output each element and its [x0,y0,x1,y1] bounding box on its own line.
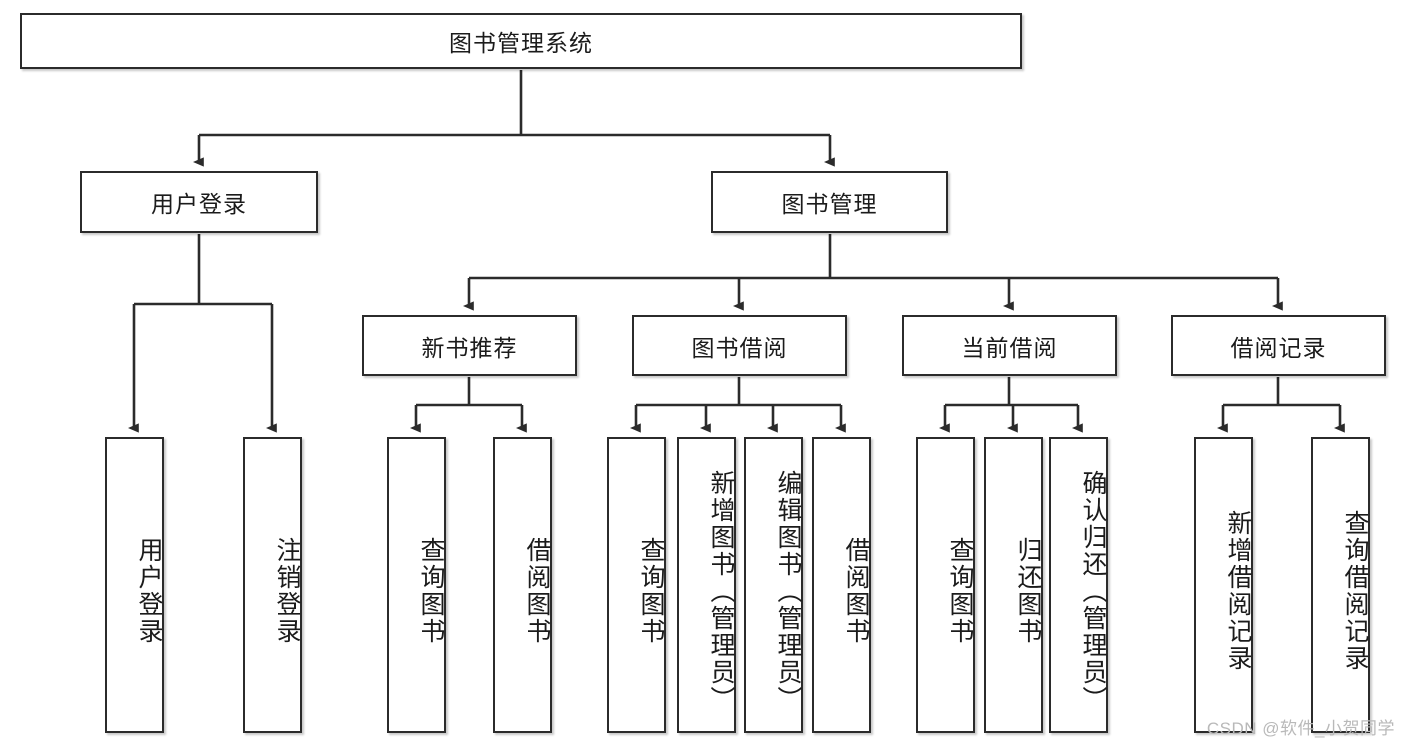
node-leaf-query-book-current[interactable]: 查询图书 [916,437,975,733]
node-leaf-query-book-newbook-label: 查询图书 [417,537,445,645]
node-leaf-confirm-return-admin-label: 确认归还（管理员） [1079,469,1107,713]
node-user-login[interactable]: 用户登录 [80,171,318,233]
node-leaf-add-borrow-record-label: 新增借阅记录 [1224,510,1252,672]
node-leaf-add-book-admin[interactable]: 新增图书（管理员） [677,437,736,733]
node-leaf-add-borrow-record[interactable]: 新增借阅记录 [1194,437,1253,733]
node-leaf-confirm-return-admin[interactable]: 确认归还（管理员） [1049,437,1108,733]
node-leaf-borrow-book-label: 借阅图书 [842,537,870,645]
node-leaf-add-book-admin-label: 新增图书（管理员） [707,469,735,713]
node-leaf-return-book[interactable]: 归还图书 [984,437,1043,733]
node-leaf-borrow-book[interactable]: 借阅图书 [812,437,871,733]
node-leaf-query-book-newbook[interactable]: 查询图书 [387,437,446,733]
node-leaf-user-login[interactable]: 用户登录 [105,437,164,733]
node-leaf-user-login-label: 用户登录 [135,537,163,645]
node-leaf-query-borrow-record-label: 查询借阅记录 [1341,510,1369,672]
watermark-text: CSDN @软件_小贺同学 [1206,719,1395,738]
node-book-borrow[interactable]: 图书借阅 [632,315,847,376]
node-book-borrow-label: 图书借阅 [691,334,788,361]
node-leaf-edit-book-admin-label: 编辑图书（管理员） [774,469,802,713]
node-borrow-records[interactable]: 借阅记录 [1171,315,1386,376]
node-leaf-edit-book-admin[interactable]: 编辑图书（管理员） [744,437,803,733]
node-new-book-recommend-label: 新书推荐 [421,334,518,361]
node-leaf-logout[interactable]: 注销登录 [243,437,302,733]
node-root[interactable]: 图书管理系统 [20,13,1022,69]
node-leaf-borrow-book-newbook-label: 借阅图书 [523,537,551,645]
node-root-label: 图书管理系统 [449,30,593,56]
node-current-borrow[interactable]: 当前借阅 [902,315,1117,376]
node-borrow-records-label: 借阅记录 [1230,334,1327,361]
node-book-management-label: 图书管理 [781,191,878,217]
node-leaf-query-book-borrow-label: 查询图书 [637,537,665,645]
node-book-management[interactable]: 图书管理 [711,171,948,233]
node-leaf-query-book-borrow[interactable]: 查询图书 [607,437,666,733]
node-leaf-logout-label: 注销登录 [273,537,301,645]
node-current-borrow-label: 当前借阅 [961,334,1058,361]
node-new-book-recommend[interactable]: 新书推荐 [362,315,577,376]
node-leaf-query-book-current-label: 查询图书 [946,537,974,645]
node-user-login-label: 用户登录 [151,191,247,217]
node-leaf-return-book-label: 归还图书 [1014,537,1042,645]
node-leaf-borrow-book-newbook[interactable]: 借阅图书 [493,437,552,733]
node-leaf-query-borrow-record[interactable]: 查询借阅记录 [1311,437,1370,733]
